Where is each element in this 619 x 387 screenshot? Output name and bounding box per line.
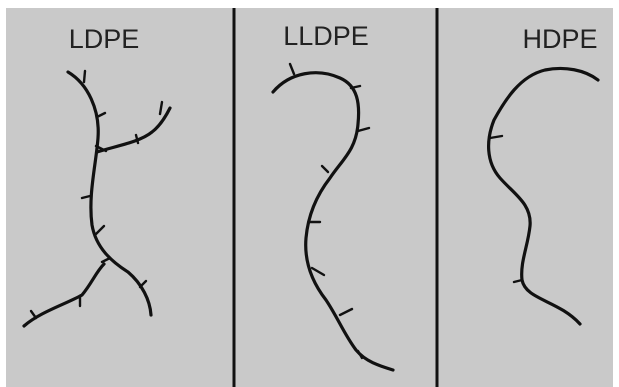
panel-title-lldpe: LLDPE	[283, 21, 369, 51]
panel-title-hdpe: HDPE	[522, 24, 597, 54]
panel-title-ldpe: LDPE	[69, 24, 140, 54]
ldpe-short-branch	[84, 71, 85, 82]
diagram-background	[6, 8, 613, 387]
